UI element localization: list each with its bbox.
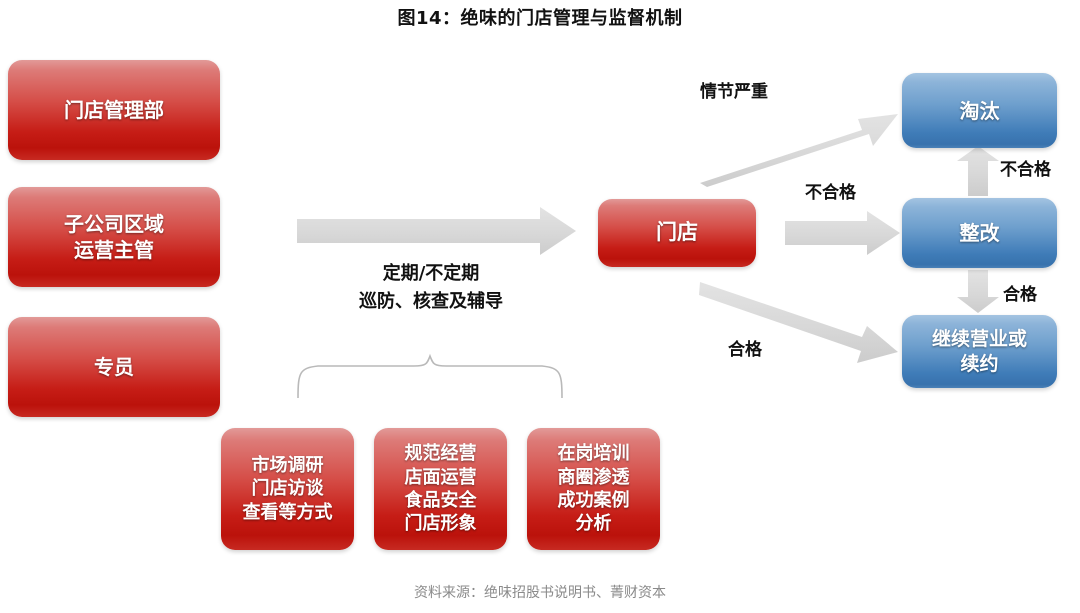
box-label-line: 在岗培训 — [557, 443, 630, 465]
inspection-description-label: 定期/不定期 巡防、核查及辅导 — [300, 260, 562, 316]
box-label-line: 规范经营 — [404, 443, 477, 465]
edge-label-fail-to-eliminate: 不合格 — [1000, 160, 1051, 180]
box-eliminate[interactable]: 淘汰 — [902, 73, 1057, 148]
box-label: 专员 — [94, 355, 134, 379]
edge-label-fail-to-rectify: 不合格 — [805, 183, 856, 203]
box-continue-operating-or-renew[interactable]: 继续营业或 续约 — [902, 315, 1057, 388]
box-store[interactable]: 门店 — [598, 199, 756, 267]
curly-brace — [297, 353, 563, 399]
box-label-line: 店面运营 — [404, 466, 477, 488]
box-label-line: 运营主管 — [74, 238, 154, 262]
inspection-description-line-2: 巡防、核查及辅导 — [359, 290, 503, 312]
box-label-line: 查看等方式 — [242, 501, 333, 523]
box-label-line: 续约 — [960, 352, 999, 375]
box-label: 门店管理部 — [64, 98, 164, 122]
box-label: 继续营业或 续约 — [932, 327, 1027, 376]
arrow-rectify-to-continue — [957, 270, 999, 313]
arrow-rectify-to-eliminate — [957, 146, 999, 196]
inspection-description-line-1: 定期/不定期 — [382, 263, 480, 284]
page-title: 图14：绝味的门店管理与监督机制 — [397, 8, 683, 29]
box-label-line: 继续营业或 — [931, 327, 1027, 350]
edge-label-pass-diagonal: 合格 — [728, 340, 762, 360]
box-label: 规范经营 店面运营 食品安全 门店形象 — [405, 442, 477, 536]
box-label-line: 食品安全 — [404, 490, 477, 511]
box-label: 淘汰 — [959, 98, 1000, 123]
box-method-training[interactable]: 在岗培训 商圈渗透 成功案例 分析 — [527, 428, 660, 550]
box-label: 整改 — [959, 221, 1000, 245]
arrow-store-to-eliminate — [700, 114, 898, 187]
edge-label-pass-to-continue: 合格 — [1003, 285, 1037, 305]
box-specialist[interactable]: 专员 — [8, 317, 220, 417]
box-rectify[interactable]: 整改 — [902, 198, 1057, 268]
box-label: 在岗培训 商圈渗透 成功案例 分析 — [558, 442, 630, 536]
box-store-management-dept[interactable]: 门店管理部 — [8, 60, 220, 160]
arrow-inspection-main — [297, 207, 576, 255]
box-method-standard-operations[interactable]: 规范经营 店面运营 食品安全 门店形象 — [374, 428, 507, 550]
box-method-market-research[interactable]: 市场调研 门店访谈 查看等方式 — [221, 428, 354, 550]
box-label: 子公司区域 运营主管 — [64, 211, 164, 263]
box-label: 门店 — [656, 220, 698, 245]
edge-label-serious: 情节严重 — [700, 82, 768, 102]
source-note: 资料来源：绝味招股书说明书、菁财资本 — [414, 585, 666, 601]
box-label-line: 成功案例 — [557, 490, 630, 511]
box-label-line: 商圈渗透 — [557, 466, 630, 488]
box-label-line: 子公司区域 — [64, 212, 164, 236]
box-subsidiary-regional-supervisor[interactable]: 子公司区域 运营主管 — [8, 187, 220, 287]
box-label-line: 分析 — [575, 513, 612, 535]
box-label-line: 市场调研 — [251, 454, 324, 476]
arrow-store-to-rectify — [785, 211, 900, 255]
box-label-line: 门店形象 — [404, 513, 477, 535]
box-label-line: 门店访谈 — [251, 478, 324, 500]
box-label: 市场调研 门店访谈 查看等方式 — [243, 454, 333, 524]
